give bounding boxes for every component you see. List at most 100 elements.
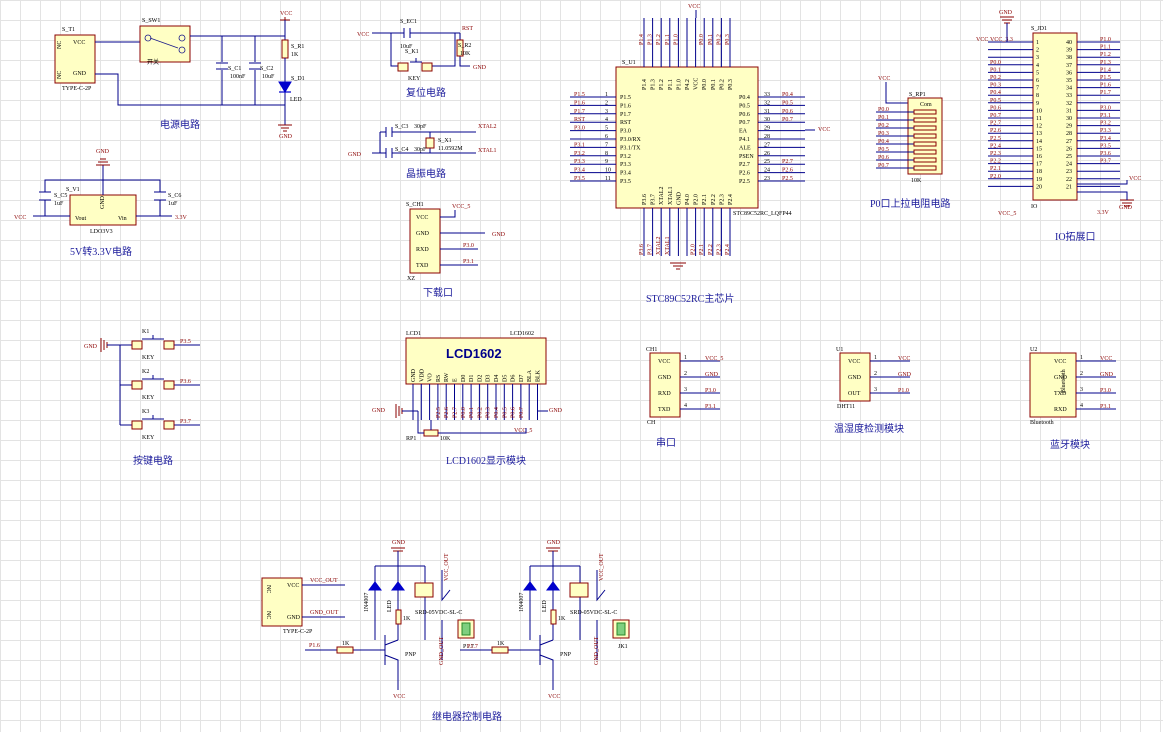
relay-flyback-diode — [523, 581, 537, 591]
usb-pin-nc1: NC — [57, 41, 63, 49]
download-pin-2: GND — [416, 231, 430, 237]
caption-mcu: STC89C52RC主芯片 — [646, 292, 734, 305]
io-right-net: P3.0 — [1100, 105, 1111, 111]
module-pin-label: GND — [1054, 375, 1068, 381]
key-wire — [120, 335, 200, 346]
io-left-net: P2.4 — [990, 143, 1001, 149]
module-pin-net: GND — [1100, 372, 1114, 378]
mcu-bottom-pin-label: P2.2 — [711, 194, 717, 205]
module-pin-label: TXD — [658, 407, 671, 413]
io-left-num: 3 — [1036, 55, 1039, 61]
usb-pin-gnd: GND — [73, 71, 87, 77]
io-left-net: P2.5 — [990, 136, 1001, 142]
reset-wires — [372, 32, 470, 67]
power-gnd-label: GND — [279, 134, 293, 140]
io-left-net: P2.6 — [990, 128, 1001, 134]
relay-vcc-out: VCC_OUT — [310, 578, 338, 584]
lcd-pot — [423, 429, 439, 437]
mcu-left-pin-num: 5 — [605, 126, 608, 132]
lcd-pin-label: D4 — [494, 375, 500, 382]
lcd-pin-label: BLK — [536, 369, 542, 382]
key-val: KEY — [142, 435, 155, 441]
io-left-net: P0.2 — [990, 75, 1001, 81]
module-pin-label: OUT — [848, 391, 861, 397]
mcu-left-pin-num: 11 — [605, 176, 611, 182]
caption-keys: 按键电路 — [133, 454, 173, 467]
mcu-left-pin-label: P1.5 — [620, 95, 631, 101]
io-part: IO — [1031, 204, 1038, 210]
io-right-num: 40 — [1066, 40, 1072, 46]
caption-reset: 复位电路 — [406, 86, 446, 99]
ldo-chip — [69, 194, 137, 226]
mcu-left-pin-label: P1.6 — [620, 103, 631, 109]
io-left-num: 15 — [1036, 146, 1042, 152]
module-pin-label: VCC — [658, 359, 670, 365]
mcu-top-pin-label: P0.3 — [728, 79, 734, 90]
mcu-bottom-pin-label: XTAL2 — [659, 186, 665, 205]
io-right-num: 27 — [1066, 139, 1072, 145]
relay-diode-label: 1N4007 — [519, 593, 525, 612]
mcu-bottom-pin-label: GND — [676, 191, 682, 205]
lcd-pin-net: P0.4 — [494, 407, 500, 418]
mcu-right-pin-label: P0.4 — [739, 95, 750, 101]
led-diode — [278, 81, 292, 93]
pullup-rows: P0.0P0.1P0.2P0.3P0.4P0.5P0.6P0.7 — [876, 107, 937, 171]
relay-led-resistor — [395, 609, 402, 625]
pullup-vcc-wire — [885, 82, 910, 104]
relay-contact — [596, 570, 606, 660]
lcd-title: LCD1602 — [446, 346, 502, 361]
x1-ref: S_X1 — [438, 138, 452, 144]
crystal-net2: XTAL1 — [478, 148, 497, 154]
module-pin-label: TXD — [1054, 391, 1067, 397]
io-right-num: 24 — [1066, 162, 1072, 168]
pullup-net: P0.5 — [878, 147, 889, 153]
key-ref: K3 — [142, 409, 149, 415]
crystal-circuit: GND S_C3 30pF S_C4 30pF S_X1 11.0592M XT… — [348, 124, 497, 180]
serial-connector — [649, 352, 681, 418]
relay-vcc-out: VCC_OUT — [444, 553, 450, 581]
module-pin-label: RXD — [658, 391, 671, 397]
bt-body-label: Bluetooth — [1061, 369, 1067, 393]
mcu-left-pin-num: 3 — [605, 109, 608, 115]
power-vcc-symbol — [280, 17, 290, 21]
mcu-left-net: P1.5 — [574, 92, 585, 98]
mcu-right-pin-num: 26 — [764, 151, 770, 157]
mcu-left-pin-label: P3.4 — [620, 171, 631, 177]
mcu-top-net: P1.0 — [673, 34, 679, 45]
mcu-bottom-pin-label: P2.1 — [702, 194, 708, 205]
usb-pin-vcc: VCC — [73, 40, 85, 46]
pullup-net: P0.7 — [878, 163, 889, 169]
mcu-left-net: P3.2 — [574, 151, 585, 157]
module-pin-label: GND — [848, 375, 862, 381]
io-left-net: P2.1 — [990, 166, 1001, 172]
relay-gnd-out: GND_OUT — [594, 636, 600, 665]
c6-ref: S_C6 — [168, 193, 181, 199]
relay-gnd-symbol — [391, 547, 405, 552]
io-left-num: 20 — [1036, 184, 1042, 190]
download-net-4: P3.1 — [463, 259, 474, 265]
d1-ref: S_D1 — [291, 76, 305, 82]
module-pin-num: 2 — [874, 371, 877, 377]
io-right-net: P3.1 — [1100, 113, 1111, 119]
io-vcc-label: VCC — [976, 37, 988, 43]
relay-out-net: P1.7 — [467, 644, 478, 650]
caption-io: IO拓展口 — [1055, 231, 1096, 243]
relay-diode-label: 1N4007 — [364, 593, 370, 612]
mcu-right-pin-num: 28 — [764, 134, 770, 140]
io-right-num: 23 — [1066, 169, 1072, 175]
io-left-net: P0.5 — [990, 98, 1001, 104]
mcu-bottom-net: P2.4 — [725, 244, 731, 255]
relay-gnd-symbol — [546, 547, 560, 552]
relay-frame-wires — [374, 551, 426, 640]
io-left-net: VCC_3.3 — [990, 37, 1013, 43]
ec1-ref: S_EC1 — [400, 19, 417, 25]
power-wire-main — [95, 41, 285, 106]
mcu-bottom-net: P2.1 — [699, 244, 705, 255]
io-left-net: P2.0 — [990, 174, 1001, 180]
lcd-pin-net: P0.6 — [511, 407, 517, 418]
pullup-net: P0.2 — [878, 123, 889, 129]
lcd-pin-label: D7 — [519, 375, 525, 382]
io-right-num: 37 — [1066, 63, 1072, 69]
io-left-num: 14 — [1036, 139, 1042, 145]
